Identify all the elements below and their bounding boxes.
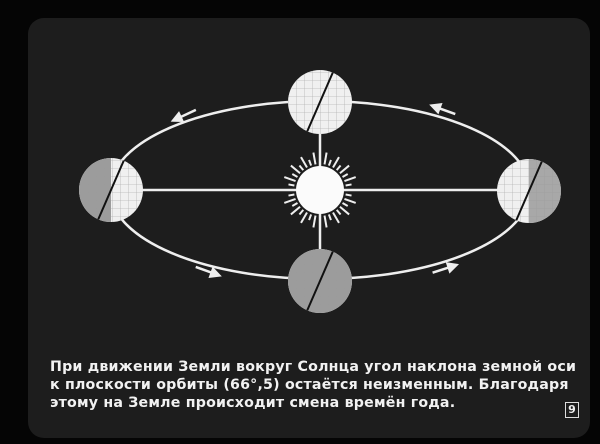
earth-icon-top bbox=[288, 70, 352, 134]
earth-axis bbox=[97, 160, 125, 220]
sun-ray bbox=[291, 173, 298, 178]
earth-axis bbox=[306, 72, 334, 132]
sun-ray bbox=[339, 164, 350, 175]
sun-ray bbox=[332, 212, 340, 224]
sun-ray bbox=[308, 159, 313, 166]
sun-ray bbox=[335, 209, 342, 216]
sun-ray bbox=[290, 164, 301, 175]
arrow-icon-bottom-left bbox=[195, 265, 222, 278]
caption-line: этому на Земле происходит смена времён г… bbox=[50, 395, 456, 411]
sun-ray bbox=[335, 164, 342, 171]
sun-ray bbox=[345, 193, 352, 197]
sun-ray bbox=[344, 176, 357, 183]
sun-ray bbox=[323, 152, 328, 165]
earth-icon-bottom bbox=[288, 249, 352, 313]
sun-ray bbox=[342, 202, 349, 207]
earth-axis bbox=[515, 161, 543, 221]
sun-ray bbox=[327, 214, 332, 221]
sun-ray bbox=[290, 205, 301, 216]
sun-ray bbox=[339, 205, 350, 216]
earth-icon-right bbox=[497, 159, 561, 223]
sun-ray bbox=[298, 164, 305, 171]
direction-arrows bbox=[170, 103, 460, 278]
sun-ray bbox=[308, 214, 313, 221]
arrow-icon-top-left bbox=[170, 108, 197, 123]
arrow-icon-top-right bbox=[429, 103, 456, 116]
caption-line: При движении Земли вокруг Солнца угол на… bbox=[50, 359, 577, 375]
sun-ray bbox=[312, 215, 317, 228]
earth-icon-left bbox=[79, 158, 143, 222]
frame-number: 9 bbox=[565, 402, 579, 418]
sun-ray bbox=[291, 202, 298, 207]
sun-ray bbox=[300, 212, 308, 224]
caption-line: к плоскости орбиты (66°,5) остаётся неиз… bbox=[50, 377, 569, 393]
earth-axis bbox=[306, 251, 334, 311]
sun-ray bbox=[288, 193, 295, 197]
sun-disc bbox=[296, 166, 344, 214]
sun-ray bbox=[342, 173, 349, 178]
sun-ray bbox=[300, 156, 308, 168]
sun-icon bbox=[282, 152, 358, 228]
sun-ray bbox=[345, 183, 352, 187]
sun-ray bbox=[332, 156, 340, 168]
caption-text: При движении Земли вокруг Солнца угол на… bbox=[50, 358, 590, 412]
sun-ray bbox=[327, 159, 332, 166]
sun-ray bbox=[283, 176, 296, 183]
sun-ray bbox=[283, 197, 296, 204]
sun-ray bbox=[344, 197, 357, 204]
sun-ray bbox=[323, 215, 328, 228]
sun-ray bbox=[312, 152, 317, 165]
arrow-icon-bottom-right bbox=[432, 262, 460, 274]
sun-ray bbox=[298, 209, 305, 216]
sun-ray bbox=[288, 183, 295, 187]
